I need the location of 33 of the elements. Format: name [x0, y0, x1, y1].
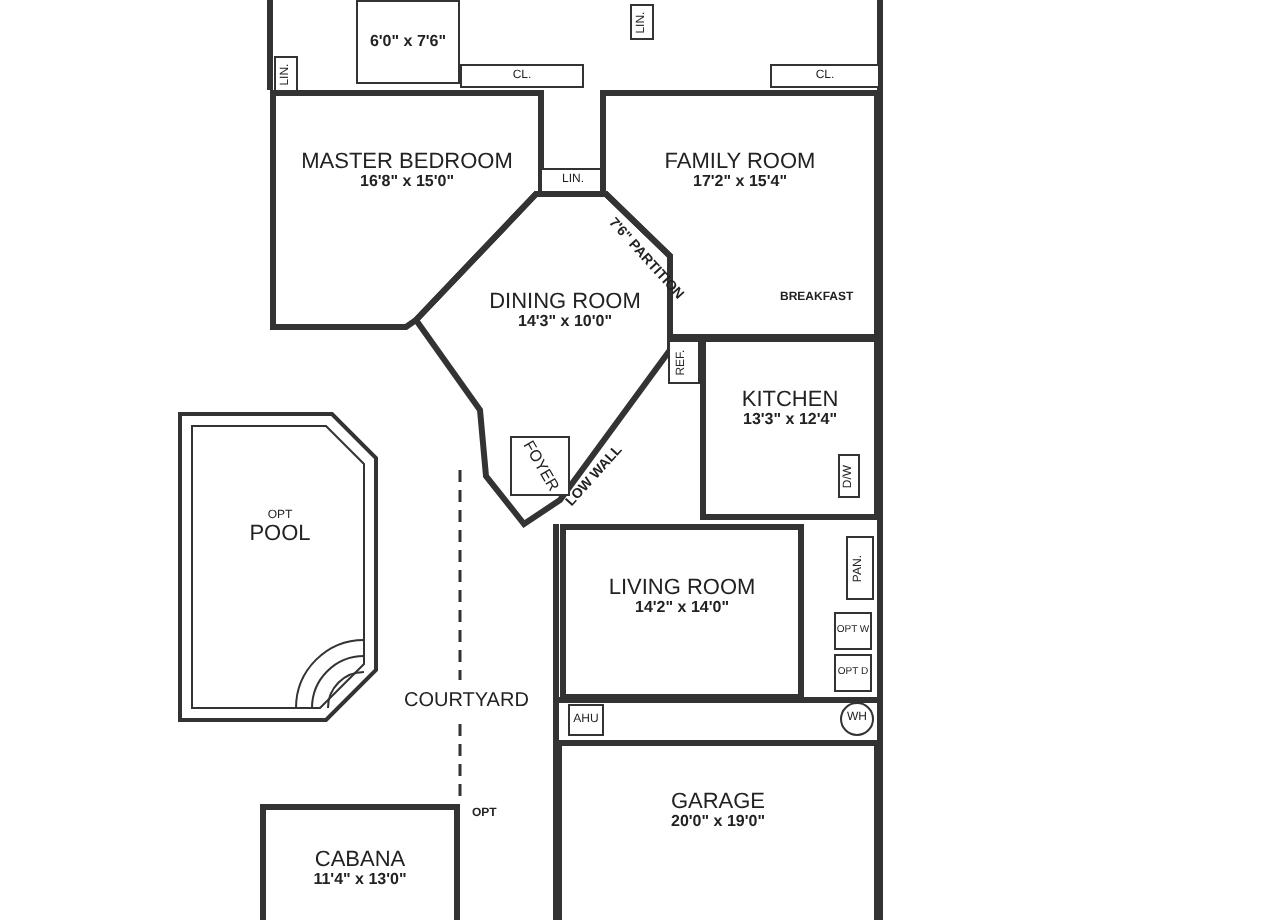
pool: [176, 410, 384, 726]
area-label: COURTYARD: [404, 690, 529, 712]
room-name: CABANA: [314, 848, 406, 873]
bathroom: [356, 0, 460, 84]
water-heater: [840, 702, 874, 736]
room: [556, 740, 880, 920]
air-handler: [568, 704, 604, 736]
refrigerator: [668, 340, 700, 384]
room-name: LIVING ROOM: [608, 576, 756, 601]
room-name: POOL: [249, 522, 311, 547]
room: [260, 804, 460, 920]
room-dimensions: 13'3" x 12'4": [743, 411, 837, 429]
room-dimensions: 14'3" x 10'0": [518, 313, 612, 331]
linen-closet: [630, 4, 654, 40]
room-dimensions: 6'0" x 7'6": [369, 33, 447, 51]
pantry: [846, 536, 874, 600]
room-dimensions: 16'8" x 15'0": [360, 173, 454, 191]
closet: [770, 64, 880, 88]
washer-space: [834, 612, 872, 650]
room: [560, 524, 804, 700]
room-name: MASTER BEDROOM: [301, 149, 513, 174]
dishwasher: [838, 454, 860, 498]
dryer-space: [834, 654, 872, 692]
room-dimensions: 14'2" x 14'0": [635, 600, 729, 618]
linen-closet: [274, 56, 298, 92]
room: [700, 336, 880, 520]
room-dimensions: 20'0" x 19'0": [671, 813, 765, 831]
closet: [460, 64, 584, 88]
room-name: FAMILY ROOM: [664, 149, 816, 174]
room-name: GARAGE: [670, 789, 766, 814]
room-dimensions: 17'2" x 15'4": [693, 173, 787, 191]
room-dimensions: 11'4" x 13'0": [313, 872, 407, 890]
room-name: KITCHEN: [741, 387, 839, 412]
